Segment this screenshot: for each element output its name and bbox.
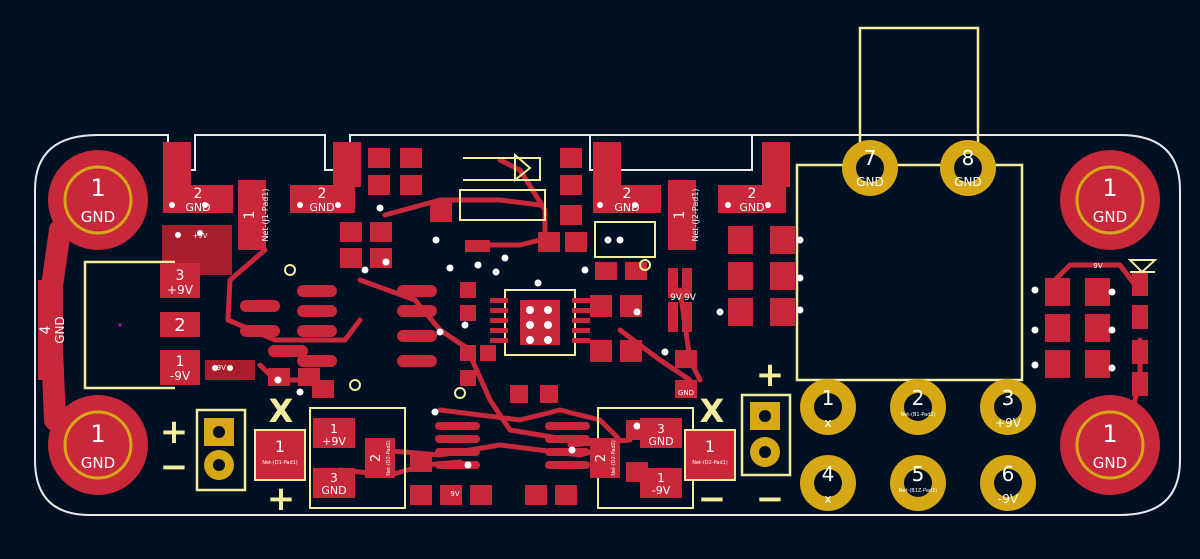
mounting-hole-top-left xyxy=(48,150,148,250)
pwr-pin3-net: +9V xyxy=(167,283,194,297)
din-pin2-num: 2 xyxy=(912,386,925,410)
regr-pin1b-net: -9V xyxy=(652,484,671,497)
din-pin7-net: GND xyxy=(856,175,884,189)
led-left xyxy=(195,408,247,492)
mounting-hole-bottom-left xyxy=(48,395,148,495)
j1-pin2-num: 2 xyxy=(194,186,203,202)
din-pin5-num: 5 xyxy=(912,462,925,486)
j2-pin1-num: 1 xyxy=(672,211,688,220)
mh-tl-num: 1 xyxy=(90,174,105,202)
mh-tr-num: 1 xyxy=(1102,174,1117,202)
pwr-pin4-net: GND xyxy=(53,316,67,344)
din-pin5-net: Net-(B1Z-Pad2) xyxy=(899,488,937,494)
regr-pin3-num: 3 xyxy=(657,422,665,436)
j1-pin2-net: GND xyxy=(185,201,210,214)
regl-pin3-net: GND xyxy=(321,484,346,497)
din-pin4-net: x xyxy=(824,492,831,506)
mh-br-num: 1 xyxy=(1102,420,1117,448)
regl-pin1-net: Net-(D1-Pad1) xyxy=(262,460,298,466)
regr-pin1-num: 1 xyxy=(705,437,715,456)
din-pin6-num: 6 xyxy=(1002,462,1015,486)
regr-pin3-net: GND xyxy=(648,435,673,448)
silk-plus-right: + xyxy=(756,355,785,395)
din-pin8-num: 8 xyxy=(962,146,975,170)
jack-j2 xyxy=(593,142,790,250)
mh-tr-net: GND xyxy=(1093,208,1127,226)
pwr-pin2-num: 2 xyxy=(174,315,185,336)
regr-pin1b-num: 1 xyxy=(657,471,665,485)
silk-marks: + − + X X + − − xyxy=(160,355,785,519)
din-pins xyxy=(800,140,1036,511)
pwr-pin1-num: 1 xyxy=(176,354,185,370)
pwr-small-p9v: +9V xyxy=(192,232,207,240)
mh-bl-num: 1 xyxy=(90,420,105,448)
regl-pin3-num: 3 xyxy=(330,471,338,485)
j2-pin1-net: Net-(J2-Pad1) xyxy=(691,188,700,241)
pad-9v-a: 9V xyxy=(670,293,683,303)
pwr-pin1-net: -9V xyxy=(170,369,191,383)
j2-pin2-net: GND xyxy=(614,201,639,214)
silk-plus-bottom: + xyxy=(267,479,296,519)
pad-gnd-a: GND xyxy=(678,389,694,397)
pwr-pin3-num: 3 xyxy=(176,268,185,284)
mounting-hole-top-right xyxy=(1060,150,1160,250)
pad-9v-d: 9V xyxy=(1093,262,1102,270)
mh-br-net: GND xyxy=(1093,454,1127,472)
j1-pin2b-net: GND xyxy=(309,201,334,214)
regr-pin2-net: Net-(D2-Pad2) xyxy=(611,440,617,476)
din-pin2-net: Net-(B1-Pad2) xyxy=(900,412,935,418)
j1-pin2b-num: 2 xyxy=(318,186,327,202)
din-pin4-num: 4 xyxy=(822,462,835,486)
silk-minus-left: − xyxy=(160,447,189,487)
regr-pin1-net: Net-(D2-Pad1) xyxy=(692,460,728,466)
regulator-left xyxy=(254,407,406,509)
regl-pin2-net: Net-(D2-Pad2) xyxy=(386,440,392,476)
led-right xyxy=(740,393,792,477)
din-pin3-num: 3 xyxy=(1002,386,1015,410)
silk-x-right: X xyxy=(700,392,725,430)
mounting-hole-bottom-right xyxy=(1060,395,1160,495)
regl-pin1b-net: +9V xyxy=(322,435,346,448)
silk-x-left: X xyxy=(269,392,294,430)
power-connector xyxy=(38,230,233,390)
silk-plus-left: + xyxy=(160,412,189,452)
din-pin6-net: -9V xyxy=(998,492,1019,506)
regl-pin2-num: 2 xyxy=(369,454,384,462)
j2-pin2-num: 2 xyxy=(623,186,632,202)
board-outline xyxy=(34,134,1181,516)
regr-pin2-num: 2 xyxy=(594,454,609,462)
din-pin1-net: x xyxy=(824,416,831,430)
central-ic-area xyxy=(240,148,1158,505)
smd-pads-din xyxy=(728,226,1148,396)
din-pin3-net: +9V xyxy=(995,416,1022,430)
jack-j1 xyxy=(163,142,361,250)
din-connector-outline xyxy=(795,26,1024,382)
regl-pin1b-num: 1 xyxy=(330,422,338,436)
j2-pin2b-num: 2 xyxy=(748,186,757,202)
silk-minus-right-b: − xyxy=(756,479,785,519)
pad-9v-b: 9V xyxy=(684,293,697,303)
j1-pin1-net: Net-(J1-Pad1) xyxy=(261,188,270,241)
regl-pin1-num: 1 xyxy=(275,437,285,456)
pwr-small-m9v: -9V xyxy=(214,364,226,372)
regulator-right xyxy=(590,407,736,509)
pwr-pin4-num: 4 xyxy=(38,325,54,334)
silk-minus-right-a: − xyxy=(698,479,727,519)
j2-pin2b-net: GND xyxy=(739,201,764,214)
j1-pin1-num: 1 xyxy=(242,211,258,220)
din-pin8-net: GND xyxy=(954,175,982,189)
din-pin1-num: 1 xyxy=(822,386,835,410)
mh-bl-net: GND xyxy=(81,454,115,472)
mh-tl-net: GND xyxy=(81,208,115,226)
pad-9v-c: 9V xyxy=(450,490,459,498)
din-pin7-num: 7 xyxy=(864,146,877,170)
